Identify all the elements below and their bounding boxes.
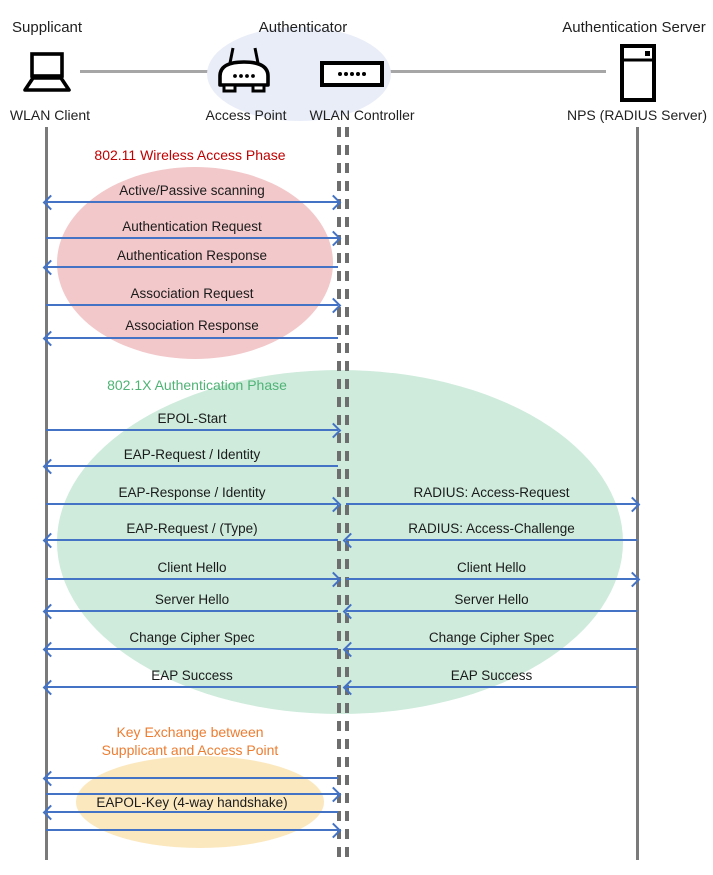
msg-eap-response-identity: EAP-Response / Identity — [118, 485, 266, 500]
msg-association-request: Association Request — [130, 286, 254, 301]
phase3-title-line2: Supplicant and Access Point — [101, 742, 279, 758]
arrow-eapol-key-1 — [42, 770, 338, 787]
laptop-icon — [23, 52, 71, 92]
msg-server-hello-right: Server Hello — [454, 592, 529, 607]
connector-client-ap — [80, 70, 212, 73]
arrow-change-cipher-spec-left — [42, 641, 338, 658]
lifeline-authenticator-left — [337, 127, 341, 860]
role-authenticator: Authenticator — [258, 19, 348, 36]
arrow-association-request — [46, 297, 342, 314]
msg-eap-success-left: EAP Success — [151, 668, 233, 683]
wireless-access-phase-ellipse — [57, 167, 333, 359]
msg-change-cipher-spec-right: Change Cipher Spec — [428, 630, 555, 645]
msg-eap-request-identity: EAP-Request / Identity — [123, 447, 261, 462]
arrow-eapol-key-2 — [46, 786, 342, 803]
arrow-radius-access-challenge — [342, 532, 637, 549]
device-access-point: Access Point — [205, 107, 287, 123]
arrow-eapol-key-3 — [42, 804, 338, 821]
msg-radius-access-request: RADIUS: Access-Request — [413, 485, 570, 500]
server-icon — [620, 44, 656, 102]
arrow-server-hello-left — [42, 603, 338, 620]
phase3-title-line1: Key Exchange between — [116, 724, 264, 740]
msg-client-hello-left: Client Hello — [157, 560, 227, 575]
arrow-authentication-request — [46, 230, 342, 247]
arrow-change-cipher-spec-right — [342, 641, 637, 658]
arrow-eapol-key-4 — [46, 822, 342, 839]
lifeline-nps — [636, 127, 639, 860]
msg-client-hello-right: Client Hello — [456, 560, 527, 575]
arrow-client-hello-right — [346, 571, 641, 588]
msg-radius-access-challenge: RADIUS: Access-Challenge — [408, 521, 575, 536]
arrow-eap-success-left — [42, 679, 338, 696]
device-nps: NPS (RADIUS Server) — [566, 107, 708, 123]
arrow-eap-request-type — [42, 532, 338, 549]
msg-eapol-key: EAPOL-Key (4-way handshake) — [96, 795, 288, 810]
arrow-association-response — [42, 330, 338, 347]
role-authentication-server: Authentication Server — [562, 19, 706, 36]
msg-epol-start: EPOL-Start — [157, 411, 227, 426]
arrow-authentication-response — [42, 259, 338, 276]
lifeline-authenticator-right — [345, 127, 349, 860]
arrow-eap-response-identity — [46, 496, 342, 513]
access-point-icon — [218, 47, 270, 93]
role-supplicant: Supplicant — [12, 19, 83, 36]
arrow-eap-success-right — [342, 679, 637, 696]
arrow-eap-request-identity — [42, 458, 338, 475]
arrow-server-hello-right — [342, 603, 637, 620]
phase1-title: 802.11 Wireless Access Phase — [94, 147, 286, 163]
key-exchange-ellipse — [76, 756, 324, 848]
phase2-title: 802.1X Authentication Phase — [107, 377, 287, 393]
msg-change-cipher-spec-left: Change Cipher Spec — [129, 630, 255, 645]
msg-active-passive-scanning: Active/Passive scanning — [119, 183, 265, 198]
msg-server-hello-left: Server Hello — [154, 592, 230, 607]
msg-association-response: Association Response — [125, 318, 259, 333]
arrow-active-passive-scanning — [42, 194, 342, 211]
wlan-controller-icon — [320, 61, 384, 87]
device-wlan-client: WLAN Client — [9, 107, 91, 123]
msg-authentication-response: Authentication Response — [116, 248, 268, 263]
msg-eap-request-type: EAP-Request / (Type) — [126, 521, 258, 536]
arrow-radius-access-request — [346, 496, 641, 513]
connector-wlc-server — [390, 70, 606, 73]
lifeline-wlan-client — [45, 127, 48, 860]
msg-eap-success-right: EAP Success — [450, 668, 533, 683]
device-wlan-controller: WLAN Controller — [309, 107, 415, 123]
msg-authentication-request: Authentication Request — [122, 219, 262, 234]
arrow-client-hello-left — [46, 571, 342, 588]
arrow-epol-start — [46, 422, 342, 439]
